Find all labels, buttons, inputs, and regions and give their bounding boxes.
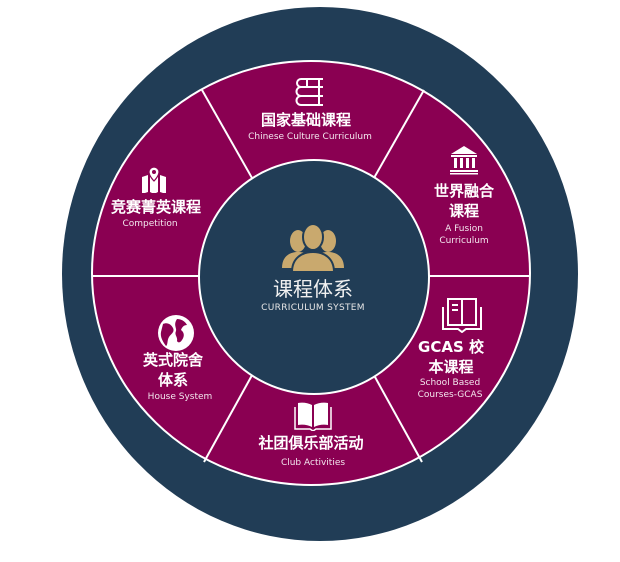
segment-subtitle-line: Courses-GCAS [417,390,483,400]
open-book-list-icon [442,298,482,333]
map-pin-icon [142,167,166,193]
segment-title-line: 课程 [448,202,480,220]
center-circle [198,159,430,395]
segment-title: 社团俱乐部活动 [258,434,364,452]
open-book-icon [294,402,332,431]
segment-subtitle-line: A Fusion [445,224,483,234]
segment-title: 国家基础课程 [260,111,352,129]
segment-dividers [93,89,530,463]
center-subtitle: CURRICULUM SYSTEM [261,303,365,313]
segment-title-line: 本课程 [428,358,474,376]
books-stack-icon [295,78,323,106]
people-group-icon [282,224,344,273]
segment-title: 竞赛菁英课程 [110,198,202,216]
segment-subtitle: Club Activities [280,458,346,468]
segment-subtitle: Competition [122,219,178,229]
segment-title-line: 世界融合 [433,182,495,200]
museum-building-icon [450,146,478,175]
segment-subtitle: House System [147,392,213,402]
segment-subtitle: Chinese Culture Curriculum [248,132,372,142]
segment-title-line: 英式院舍 [142,351,204,369]
segment-title-line: GCAS 校 [418,338,484,356]
segment-subtitle-line: Curriculum [439,236,489,246]
segment-title-line: 体系 [157,371,189,389]
segment-subtitle-line: School Based [419,378,481,388]
center-title: 课程体系 [273,277,353,301]
globe-icon [158,315,194,351]
